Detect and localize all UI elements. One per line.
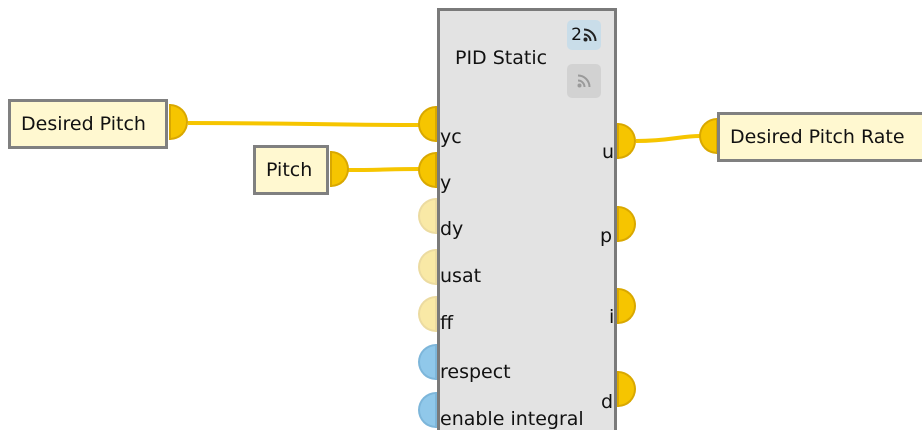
output-label-d: d <box>601 391 614 413</box>
signal-toggle[interactable] <box>567 64 601 98</box>
pitch-output-port[interactable] <box>330 151 349 187</box>
wire-desired-pitch-to-yc[interactable] <box>187 121 421 127</box>
output-port-u[interactable] <box>617 123 636 159</box>
wire-pitch-to-y[interactable] <box>347 167 421 172</box>
input-port-ff[interactable] <box>418 296 437 332</box>
desired-pitch-rate-label: Desired Pitch Rate <box>730 126 905 148</box>
output-label-i: i <box>609 306 615 328</box>
output-label-p: p <box>600 225 613 247</box>
output-port-i[interactable] <box>617 288 636 324</box>
instance-count: 2 <box>571 25 582 45</box>
signal-icon <box>583 28 597 42</box>
input-label-ff: ff <box>440 312 454 334</box>
input-label-dy: dy <box>440 218 464 240</box>
input-label-respect: respect <box>440 361 511 383</box>
input-label-usat: usat <box>440 265 482 287</box>
input-port-y[interactable] <box>418 152 437 188</box>
signal-icon <box>577 74 591 88</box>
input-port-respect[interactable] <box>418 344 437 380</box>
desired-pitch-rate-node[interactable]: Desired Pitch Rate <box>717 112 922 162</box>
output-label-u: u <box>602 141 615 163</box>
pid-static-block[interactable]: PID Static 2 yc y dy usat ff respect ena… <box>437 8 617 430</box>
pitch-label: Pitch <box>266 159 313 181</box>
input-port-yc[interactable] <box>418 106 437 142</box>
input-label-enable-integral: enable integral <box>440 408 584 430</box>
input-label-yc: yc <box>440 126 462 148</box>
instance-count-badge[interactable]: 2 <box>567 20 601 50</box>
desired-pitch-node[interactable]: Desired Pitch <box>8 99 168 149</box>
desired-pitch-label: Desired Pitch <box>21 113 146 135</box>
input-label-y: y <box>440 172 452 194</box>
output-port-d[interactable] <box>617 371 636 407</box>
input-port-enable-integral[interactable] <box>418 392 437 428</box>
desired-pitch-rate-input-port[interactable] <box>699 118 718 154</box>
desired-pitch-output-port[interactable] <box>169 104 188 140</box>
input-port-dy[interactable] <box>418 198 437 234</box>
input-port-usat[interactable] <box>418 249 437 285</box>
wire-u-to-desired-pitch-rate[interactable] <box>635 134 701 143</box>
output-port-p[interactable] <box>617 206 636 242</box>
pitch-node[interactable]: Pitch <box>253 145 329 195</box>
block-title: PID Static <box>455 47 548 69</box>
